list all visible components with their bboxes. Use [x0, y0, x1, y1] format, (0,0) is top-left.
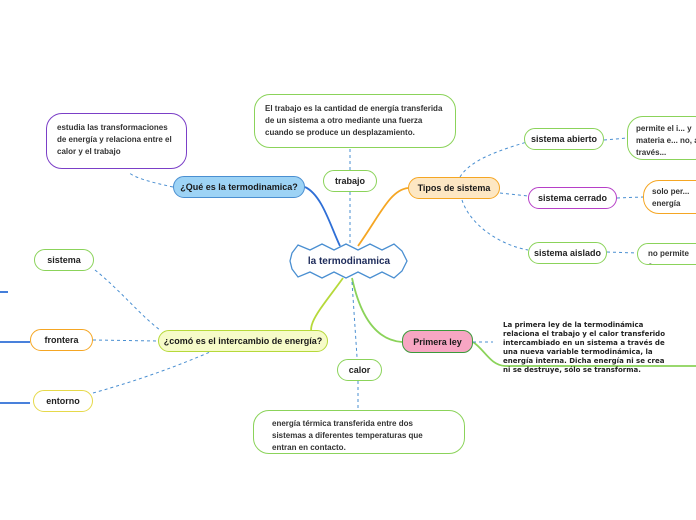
entorno-label: entorno	[46, 396, 80, 406]
sistema-label: sistema	[47, 255, 81, 265]
primera-ley-node[interactable]: Primera ley	[402, 330, 473, 353]
sistema-node[interactable]: sistema	[34, 249, 94, 271]
note-underline-primera-ley	[472, 341, 696, 367]
tipos-label: Tipos de sistema	[417, 183, 491, 193]
frontera-label: frontera	[44, 335, 79, 345]
calor-node[interactable]: calor	[337, 359, 382, 381]
dotted-link-tipos-abierto	[459, 141, 528, 178]
sistema-aislado-note-text: no permite c...	[648, 249, 689, 264]
sistema-abierto-node[interactable]: sistema abierto	[524, 128, 604, 150]
entorno-node[interactable]: entorno	[33, 390, 93, 412]
trabajo-note-text: El trabajo es la cantidad de energía tra…	[265, 104, 443, 137]
dotted-link-sistema	[94, 269, 161, 331]
frontera-node[interactable]: frontera	[30, 329, 93, 351]
sistema-aislado-note[interactable]: no permite c...	[637, 243, 696, 265]
tipos-node[interactable]: Tipos de sistema	[408, 177, 500, 199]
sistema-aislado-label: sistema aislado	[533, 248, 602, 258]
trabajo-node[interactable]: trabajo	[323, 170, 377, 192]
sistema-cerrado-label: sistema cerrado	[537, 193, 608, 203]
intercambio-node[interactable]: ¿comó es el intercambio de energía?	[158, 330, 328, 352]
sistema-cerrado-node[interactable]: sistema cerrado	[528, 187, 617, 209]
branch-line-que-es	[304, 186, 341, 247]
trabajo-label: trabajo	[334, 176, 365, 186]
sistema-abierto-note[interactable]: permite el i... y materia e... no, a tra…	[627, 116, 696, 160]
dotted-link-tipos-aislado	[461, 199, 529, 251]
sistema-aislado-node[interactable]: sistema aislado	[528, 242, 607, 264]
intercambio-label: ¿comó es el intercambio de energía?	[163, 336, 323, 346]
calor-note[interactable]: energía térmica transferida entre dos si…	[253, 410, 465, 454]
sistema-abierto-note-text: permite el i... y materia e... no, a tra…	[636, 124, 696, 157]
dotted-link-tipos-cerrado	[499, 192, 529, 197]
sistema-abierto-label: sistema abierto	[530, 134, 598, 144]
calor-note-text: energía térmica transferida entre dos si…	[272, 419, 423, 452]
dotted-link-que-es-note	[127, 171, 174, 188]
dotted-link-aislado-note	[606, 251, 638, 254]
calor-label: calor	[348, 365, 371, 375]
primera-ley-note[interactable]: La primera ley de la termodinámica relac…	[503, 321, 673, 375]
que-es-node[interactable]: ¿Qué es la termodinamica?	[173, 176, 305, 198]
central-topic-shape	[289, 243, 408, 279]
branch-line-tipos	[357, 187, 409, 247]
dotted-link-entorno	[92, 351, 211, 394]
dotted-link-abierto-note	[603, 137, 628, 141]
sistema-cerrado-note[interactable]: solo per... energía	[643, 180, 696, 214]
dotted-link-frontera	[92, 339, 159, 342]
dotted-link-cerrado-note	[616, 196, 644, 199]
que-es-note[interactable]: estudia las transformaciones de energía …	[46, 113, 187, 169]
que-es-label: ¿Qué es la termodinamica?	[180, 182, 298, 192]
que-es-note-text: estudia las transformaciones de energía …	[57, 123, 172, 156]
branch-line-primera-ley	[351, 277, 403, 343]
dotted-link-calor-central	[351, 281, 358, 358]
central-topic-label: la termodinamica	[307, 255, 391, 267]
central-topic[interactable]: la termodinamica	[288, 242, 410, 280]
primera-ley-label: Primera ley	[413, 336, 462, 347]
primera-ley-note-text: La primera ley de la termodinámica relac…	[503, 321, 666, 374]
sistema-cerrado-note-text: solo per... energía	[652, 187, 690, 208]
trabajo-note[interactable]: El trabajo es la cantidad de energía tra…	[254, 94, 456, 148]
